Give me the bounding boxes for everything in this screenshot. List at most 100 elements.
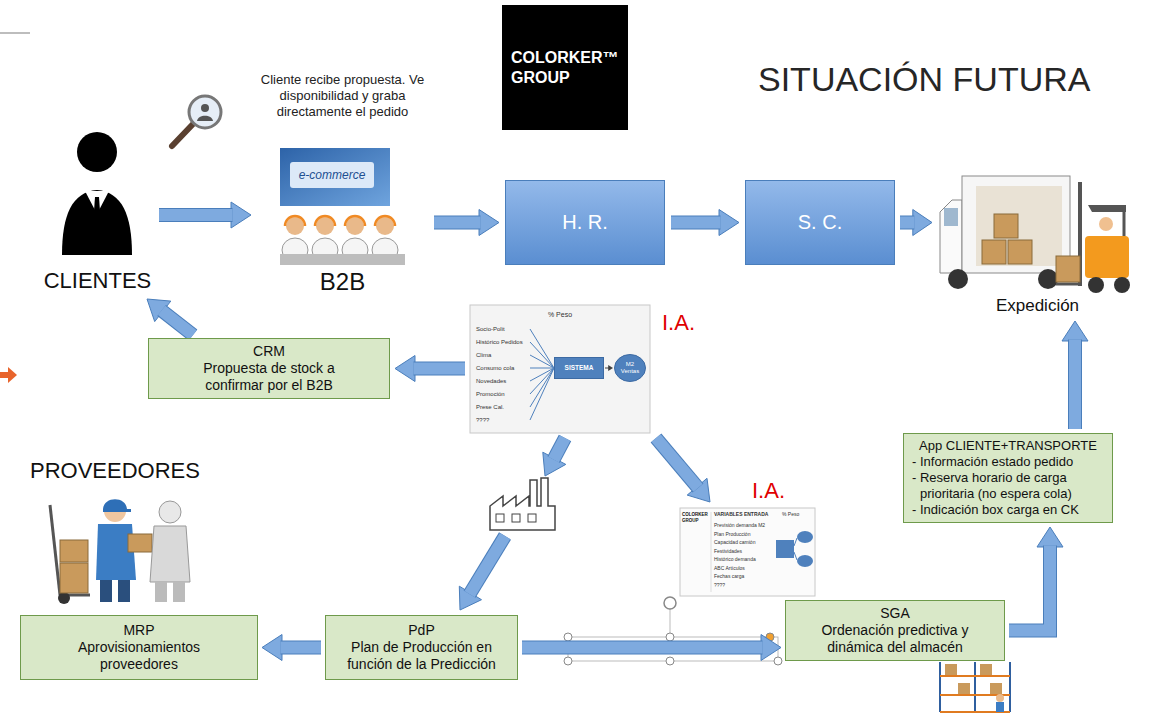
process-box: H. R. — [505, 180, 665, 265]
node-heading: Expedición — [996, 295, 1079, 317]
arrow-shaft-outline — [159, 208, 233, 222]
node-heading: Cliente recibe propuesta. Ve disponibili… — [260, 72, 425, 120]
diagram-label: I.A. — [752, 478, 785, 504]
node-heading: MRP — [123, 622, 154, 639]
diagram-label: I.A. — [662, 310, 695, 336]
slide-label: Capacidad camión — [714, 539, 755, 546]
node-heading: M2 Ventas — [619, 361, 641, 375]
supplier-picture — [50, 499, 190, 604]
arrow-head — [395, 356, 415, 382]
node-text: Aprovisionamientos proveedores — [64, 639, 214, 673]
truck-picture — [940, 176, 1130, 293]
node-text: Ordenación predictiva y dinámica del alm… — [809, 622, 981, 656]
arrow-shaft — [281, 642, 322, 654]
flow-arrow — [671, 210, 739, 236]
slide-label: ABC Artículos — [714, 565, 745, 572]
diagram-title: SITUACIÓN FUTURA — [758, 60, 1090, 99]
arrow-head — [913, 210, 932, 236]
client-actor: CLIENTES — [40, 128, 155, 294]
flow-arrow — [522, 635, 781, 661]
node-text: Propuesta de stock a confirmar por el B2… — [189, 360, 349, 394]
node-heading: SISTEMA — [565, 364, 594, 372]
arrow-shaft — [414, 363, 466, 375]
node-text: Plan de Producción en función de la Pred… — [333, 639, 511, 673]
slide-label: Consumo cola — [476, 364, 514, 372]
node-heading: S. C. — [798, 211, 842, 234]
ecommerce-picture — [280, 148, 405, 265]
picture-space — [255, 120, 430, 268]
output-ellipse: M2 Ventas — [614, 354, 646, 382]
slide-label: Histórico Pedidos — [476, 338, 523, 346]
arrow-shaft-outline — [900, 216, 914, 230]
arrow-shaft-outline — [470, 536, 505, 594]
slide-label: ???? — [714, 582, 725, 589]
system-box: SGAOrdenación predictiva y dinámica del … — [785, 600, 1005, 661]
client-icon — [62, 132, 132, 255]
arrow-head — [1062, 321, 1088, 341]
flow-arrow — [147, 299, 193, 335]
node-heading: VARIABLES ENTRADA — [714, 511, 768, 517]
flow-arrow — [1009, 527, 1063, 631]
arrow-shaft-outline — [162, 310, 193, 335]
arrow-head — [719, 210, 739, 236]
arrow-shaft-outline — [414, 362, 466, 376]
arrow-head — [479, 210, 499, 236]
arrow-shaft — [900, 217, 914, 229]
arrow-shaft — [159, 209, 233, 221]
node-text: - Reserva horario de carga prioritaria (… — [910, 470, 1106, 502]
picture-space — [40, 128, 155, 268]
selection-handles — [564, 597, 782, 665]
shipping-picture: Expedición — [935, 165, 1140, 317]
arrow-head — [231, 202, 251, 228]
b2b-channel: Cliente recibe propuesta. Ve disponibili… — [255, 72, 430, 296]
slide-label: % Peso — [782, 511, 799, 517]
arrow-shaft — [554, 438, 565, 460]
flow-arrow — [900, 210, 932, 236]
slide-label: Novedades — [476, 377, 506, 385]
arrow-shaft-outline — [671, 216, 721, 230]
node-heading: SGA — [880, 605, 910, 622]
arrow-shaft-outline — [522, 641, 763, 655]
slide-label: COLORKER GROUP — [682, 512, 712, 523]
arrow-shaft — [470, 536, 505, 594]
node-heading: % Peso — [470, 310, 650, 319]
arrow-shaft-outline — [434, 216, 481, 230]
flow-arrow — [459, 438, 566, 610]
arrow-head — [761, 635, 781, 661]
system-box: PdPPlan de Producción en función de la P… — [325, 615, 518, 680]
arrow-shaft — [656, 438, 698, 488]
warehouse-icon — [940, 662, 1010, 712]
picture-space — [935, 165, 1140, 295]
slide-label: Festividades — [714, 548, 742, 555]
ai-slide — [680, 508, 815, 596]
system-box: MRPAprovisionamientos proveedores — [20, 615, 258, 680]
arrow-shaft — [1069, 340, 1081, 430]
ai-slide: VARIABLES ENTRADA — [680, 508, 815, 596]
process-box: S. C. — [745, 180, 895, 265]
arrow-shaft-outline — [1009, 546, 1050, 631]
node-heading: PdP — [408, 622, 434, 639]
diagram-label: e-commerce — [290, 162, 374, 188]
slide-label: ???? — [476, 416, 489, 424]
arrow-shaft — [671, 217, 721, 229]
node-heading: H. R. — [562, 211, 608, 234]
arrow-shaft — [1009, 546, 1050, 631]
node-heading: COLORKER™ GROUP — [511, 48, 619, 88]
arrow-shaft — [434, 217, 481, 229]
flow-arrow — [656, 438, 710, 502]
logo-box: COLORKER™ GROUP — [502, 5, 628, 130]
arrow-shaft — [522, 642, 763, 654]
ellipse-outline — [615, 355, 646, 382]
slide-label: Previsión demanda M2 — [714, 522, 765, 529]
flow-arrow — [605, 365, 613, 371]
node-text: B2B — [320, 268, 365, 296]
arrow-shaft-outline — [1068, 340, 1082, 430]
slide-label: Socio-Polit — [476, 325, 505, 333]
arrow-shaft-outline — [554, 438, 565, 460]
factory-icon — [490, 478, 555, 530]
slide-label: Histórico demanda — [714, 556, 756, 563]
flow-arrow — [434, 210, 499, 236]
slide-label: Fechas carga — [714, 573, 744, 580]
flow-arrow — [262, 635, 321, 661]
